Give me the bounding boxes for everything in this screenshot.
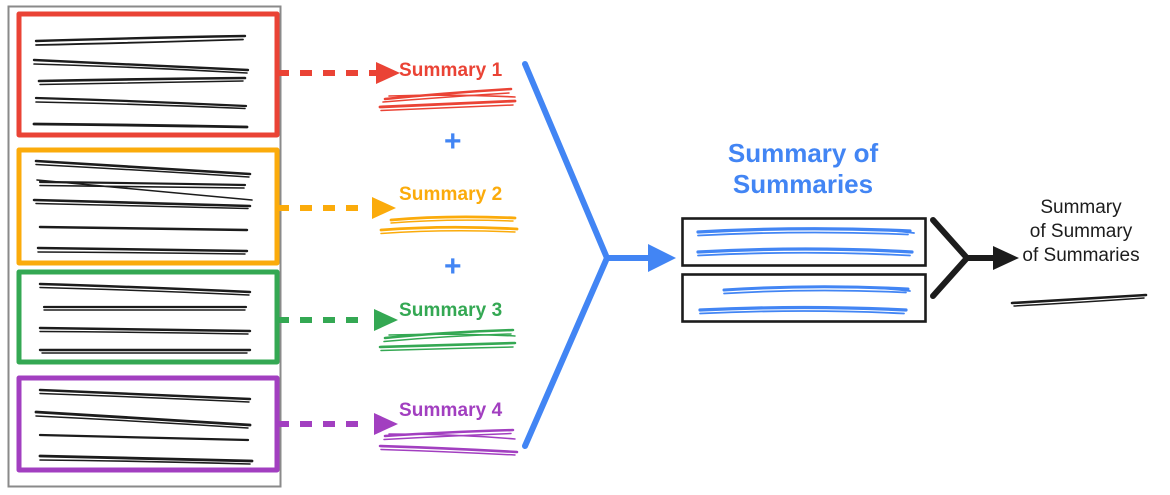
plus-operator-2: + [444,250,462,283]
blue-arrowhead [648,244,676,272]
chunk-2-lines [32,159,253,255]
blue-merge-funnel [522,61,676,449]
summary-1-lines [378,87,517,112]
chunk-1-box [16,11,280,138]
source-document [7,5,282,488]
sos-box-2-group [681,273,927,323]
summary-of-summaries-title: Summary of Summaries [678,138,928,199]
summary-2-label: Summary 2 [399,184,503,205]
sos-box-2 [681,273,927,323]
summary-4-lines [378,428,519,456]
chunk-3-group [16,269,280,365]
chunk-3-lines [38,282,252,354]
chunk-1-lines [32,34,250,129]
dashed-arrow-2 [277,197,396,219]
summary-3-label: Summary 3 [399,300,503,321]
sos-box-1-group [681,217,927,267]
sos-box-2-lines [698,285,911,315]
summary-1-label: Summary 1 [399,60,503,81]
dashed-arrow-4 [277,413,398,435]
final-output-label: Summary of Summary of Summaries [1000,196,1162,267]
sos-title-line-2: Summaries [732,168,874,199]
black-arrowhead [993,246,1019,270]
sos-box-1-lines [696,227,915,257]
final-output-line-1: Summary [1040,197,1122,218]
chunk-2-group [16,147,280,266]
dashed-arrow-3 [277,309,398,331]
summary-2-lines [379,215,519,235]
sos-title-line-1: Summary of [727,138,879,168]
final-output-line-2: of Summary [1029,220,1133,242]
sos-box-1 [681,217,927,267]
chunk-4-lines [34,388,254,465]
dashed-arrow-1 [277,62,400,84]
summary-of-summaries-boxes [681,217,927,323]
chunk-4-group [16,375,280,473]
summary-3-lines [378,328,517,352]
final-output-lines [1010,293,1148,307]
plus-operator-1: + [444,125,462,158]
chunk-1-group [16,11,280,138]
final-output-line-3: of Summaries [1022,244,1140,266]
summary-4-label: Summary 4 [399,400,503,421]
document-outline [7,5,282,488]
chunk-to-summary-arrows [277,62,400,435]
black-merge-funnel [930,217,1019,299]
